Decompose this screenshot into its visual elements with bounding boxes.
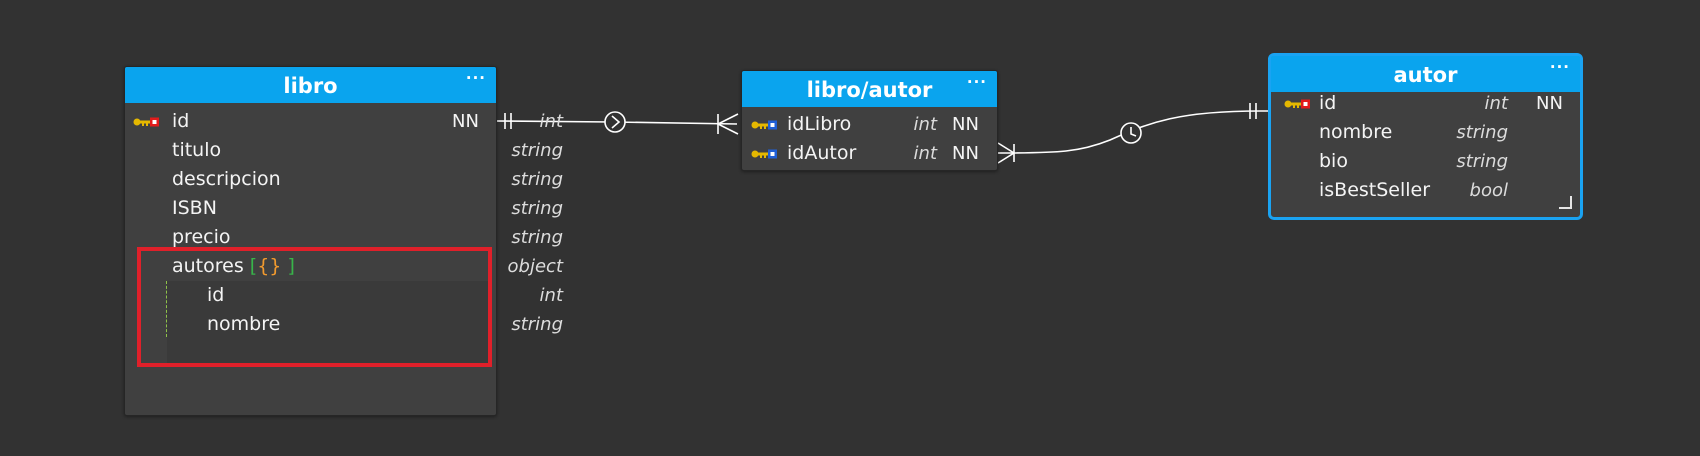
field-type: int	[1484, 93, 1508, 114]
field-name: bio	[1319, 150, 1348, 172]
field-type: string	[511, 198, 563, 219]
field-name: nombre	[1319, 121, 1393, 143]
field-type: string	[1456, 122, 1508, 143]
field-name: id	[172, 110, 190, 132]
array-brace-close: ]	[287, 255, 295, 277]
field-row[interactable]: id int NN	[125, 107, 563, 136]
field-name: autores [{} ]	[172, 255, 295, 277]
field-name: idLibro	[787, 113, 852, 135]
entity-title: libro/autor	[806, 78, 933, 102]
nested-field-row[interactable]: nombre string	[167, 310, 563, 339]
field-name: titulo	[172, 139, 222, 161]
field-row[interactable]: titulo string	[125, 136, 563, 165]
field-row[interactable]: id int NN	[1271, 89, 1580, 118]
field-row[interactable]: idLibro int NN	[742, 110, 997, 139]
entity-header[interactable]: libro ···	[125, 67, 496, 103]
field-type: string	[511, 169, 563, 190]
field-row[interactable]: isBestSeller bool	[1271, 176, 1580, 205]
field-row-autores[interactable]: autores [{} ] object	[125, 252, 563, 281]
field-not-null: NN	[1536, 93, 1563, 114]
key-red-icon	[1284, 99, 1310, 109]
more-options-icon[interactable]: ···	[465, 69, 486, 87]
field-type: string	[1456, 151, 1508, 172]
entity-title: autor	[1393, 63, 1458, 87]
field-name: descripcion	[172, 168, 281, 190]
field-name: id	[1319, 92, 1337, 114]
field-not-null: NN	[952, 143, 979, 164]
field-name: nombre	[207, 313, 281, 335]
entity-libro[interactable]: libro ··· id int NN titulo string descri…	[124, 66, 563, 416]
field-row[interactable]: precio string	[125, 223, 563, 252]
entity-libro-autor[interactable]: libro/autor ··· idLibro int NN	[741, 70, 998, 171]
entity-header[interactable]: libro/autor ···	[742, 71, 997, 107]
chevron-circle-icon	[604, 111, 626, 133]
field-name: ISBN	[172, 197, 217, 219]
field-type: int	[913, 143, 937, 164]
relation-libroautor-autor[interactable]	[997, 103, 1272, 164]
highlight-box	[137, 247, 492, 367]
resize-handle-icon[interactable]	[1559, 196, 1572, 209]
field-type: string	[511, 227, 563, 248]
field-name: precio	[172, 226, 231, 248]
nested-empty-row	[167, 339, 492, 365]
field-type: string	[511, 140, 563, 161]
field-row[interactable]: idAutor int NN	[742, 139, 997, 168]
field-type: bool	[1469, 180, 1508, 201]
field-not-null: NN	[952, 114, 979, 135]
field-not-null: NN	[452, 111, 479, 132]
entity-header[interactable]: autor ···	[1271, 56, 1580, 92]
field-type: int	[539, 111, 563, 132]
field-row[interactable]: bio string	[1271, 147, 1580, 176]
clock-circle-icon	[1120, 122, 1142, 144]
many-marker	[997, 142, 1016, 164]
field-type: int	[913, 114, 937, 135]
key-blue-icon	[751, 120, 777, 130]
key-red-icon	[133, 117, 159, 127]
entity-title: libro	[283, 74, 338, 98]
field-type: object	[507, 256, 563, 277]
nested-field-row[interactable]: id int	[167, 281, 563, 310]
field-name: idAutor	[787, 142, 857, 164]
field-type: string	[511, 314, 563, 335]
field-type: int	[539, 285, 563, 306]
more-options-icon[interactable]: ···	[966, 73, 987, 91]
object-braces: {}	[257, 255, 282, 277]
field-row[interactable]: ISBN string	[125, 194, 563, 223]
field-row[interactable]: descripcion string	[125, 165, 563, 194]
field-name: id	[207, 284, 225, 306]
more-options-icon[interactable]: ···	[1549, 58, 1570, 76]
field-name: isBestSeller	[1319, 179, 1431, 201]
key-blue-icon	[751, 149, 777, 159]
array-brace-open: [	[249, 255, 258, 277]
nesting-guide-line	[166, 281, 167, 337]
field-row[interactable]: nombre string	[1271, 118, 1580, 147]
entity-autor[interactable]: autor ··· id int NN nombre string bio st…	[1268, 53, 1583, 220]
